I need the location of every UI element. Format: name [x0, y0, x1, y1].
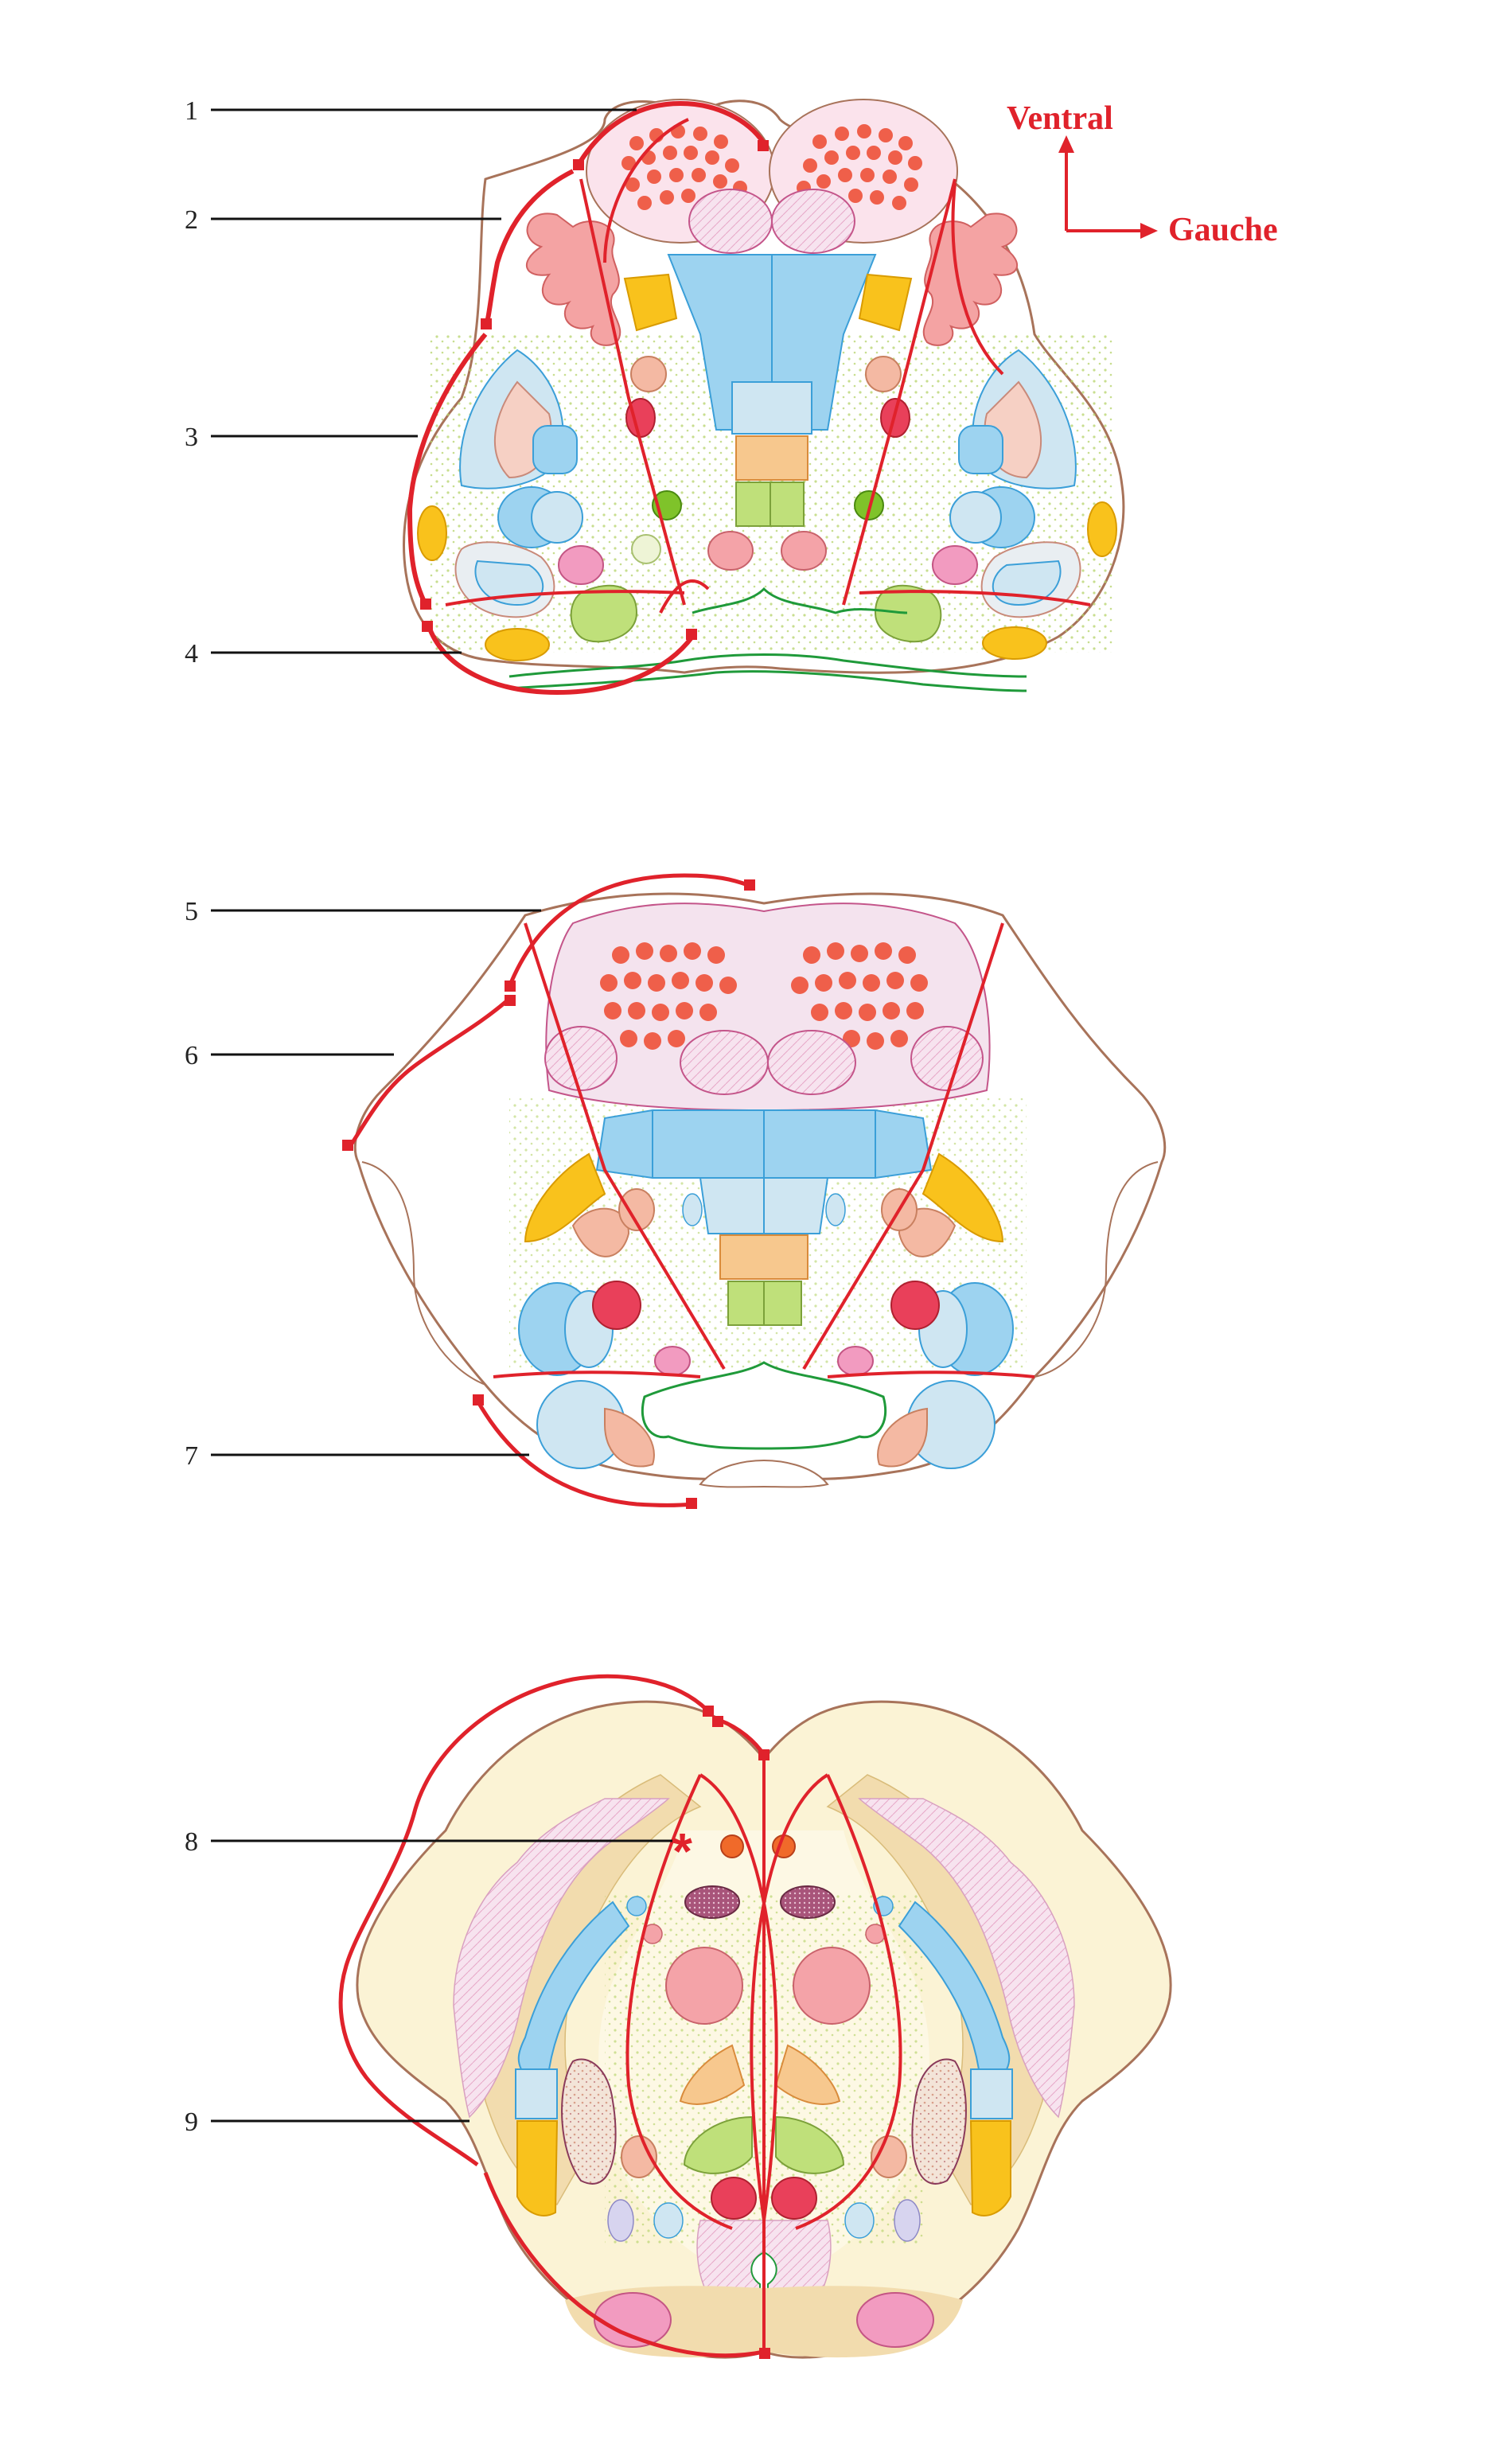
pink-nucleus-left: [558, 545, 604, 585]
midbrain-bracket-ticks: [703, 1706, 770, 2359]
callout-number-3: 3: [185, 423, 198, 452]
callout-number-9: 9: [185, 2107, 198, 2137]
medulla-callout-brackets: [407, 100, 766, 696]
midbrain-green-left: [683, 2115, 753, 2174]
yellow-dorsal-left: [485, 628, 550, 661]
medulla-territories: [445, 118, 1091, 614]
midbrain-red-lower-left: [711, 2177, 757, 2220]
midbrain-lemniscus-left: [517, 1901, 630, 2070]
pons-yellow-right: [921, 1152, 1004, 1243]
orientation-left-label: Gauche: [1168, 212, 1278, 248]
red-nucleus-midbrain-right: [793, 1947, 871, 2025]
red-nucleus-midbrain-left: [665, 1947, 743, 2025]
edinger-westphal-left: [684, 1885, 740, 1919]
pink-nucleus-midline-right: [781, 531, 827, 571]
callout-number-6: 6: [185, 1041, 198, 1070]
pink-nucleus-right: [932, 545, 978, 585]
tectospinal-tract: [735, 435, 808, 481]
yellow-lateral-right: [1087, 501, 1117, 557]
pons-callout-brackets: [348, 873, 749, 1507]
pontocerebellar-right: [767, 1030, 856, 1095]
pons-section: [342, 873, 1167, 1509]
substantia-nigra-left: [453, 1798, 670, 2119]
pyramid-right: [769, 99, 958, 254]
callout-numbers: 1 2 3 4 5 6 7 8 9: [185, 96, 198, 2137]
callout-number-7: 7: [185, 1441, 198, 1471]
leader-lines: [211, 108, 672, 2123]
medulla-section: [403, 99, 1125, 696]
vestibular-blue-left: [532, 425, 578, 474]
midbrain-territories: [625, 1759, 902, 2352]
inferior-olive-right: [922, 212, 1019, 346]
callout-number-4: 4: [185, 639, 198, 669]
callout-number-2: 2: [185, 205, 198, 235]
yellow-dorsal-right: [982, 626, 1047, 660]
midbrain-yellow-right: [969, 2120, 1011, 2216]
yellow-lateral-left: [417, 505, 447, 561]
medial-longitudinal-fasciculus: [731, 381, 812, 435]
pons-orange-tract: [719, 1234, 808, 1280]
edinger-westphal-right: [780, 1885, 836, 1919]
fourth-ventricle-floor: [508, 587, 1027, 692]
orientation-ventral-label: Ventral: [1007, 100, 1113, 137]
callout-number-1: 1: [185, 96, 198, 126]
vestibular-blue-right: [958, 425, 1003, 474]
medial-geniculate-right: [911, 2058, 967, 2185]
pons-territories: [493, 922, 1035, 1378]
midbrain-orange-left: [679, 2044, 746, 2105]
salmon-nucleus-left: [630, 356, 667, 392]
midbrain-red-lower-right: [771, 2177, 817, 2220]
midbrain-green-right: [775, 2115, 845, 2174]
midbrain-section: [338, 1674, 1172, 2359]
substantia-nigra-right: [858, 1798, 1075, 2119]
pons-bracket-ticks: [342, 879, 755, 1509]
yellow-nucleus-right: [858, 273, 913, 332]
medial-geniculate-left: [561, 2058, 617, 2185]
superior-colliculus-right: [856, 2292, 934, 2348]
asterisk-marker: *: [672, 1823, 692, 1880]
medulla-bracket-ticks: [420, 140, 769, 640]
midbrain-lemniscus-right: [898, 1901, 1011, 2070]
pons-fourth-ventricle: [641, 1361, 887, 1450]
callout-number-8: 8: [185, 1827, 198, 1857]
pink-nucleus-midline-left: [707, 531, 754, 571]
callout-number-5: 5: [185, 897, 198, 926]
midbrain-yellow-left: [516, 2120, 559, 2216]
corticospinal-bundles: [600, 942, 928, 1050]
midbrain-orange-right: [774, 2044, 841, 2105]
yellow-nucleus-left: [623, 273, 678, 332]
pons-red-right: [890, 1281, 940, 1330]
pontocerebellar-left: [680, 1030, 769, 1095]
salmon-nucleus-right: [865, 356, 902, 392]
pons-yellow-left: [524, 1152, 606, 1243]
pons-red-left: [592, 1281, 641, 1330]
superior-colliculus-left: [594, 2292, 672, 2348]
solitary-green-right: [874, 584, 942, 643]
solitary-green-left: [570, 584, 638, 643]
orientation-indicator: Ventral Gauche: [1007, 100, 1278, 248]
nucleus-orange-1: [720, 1834, 744, 1858]
